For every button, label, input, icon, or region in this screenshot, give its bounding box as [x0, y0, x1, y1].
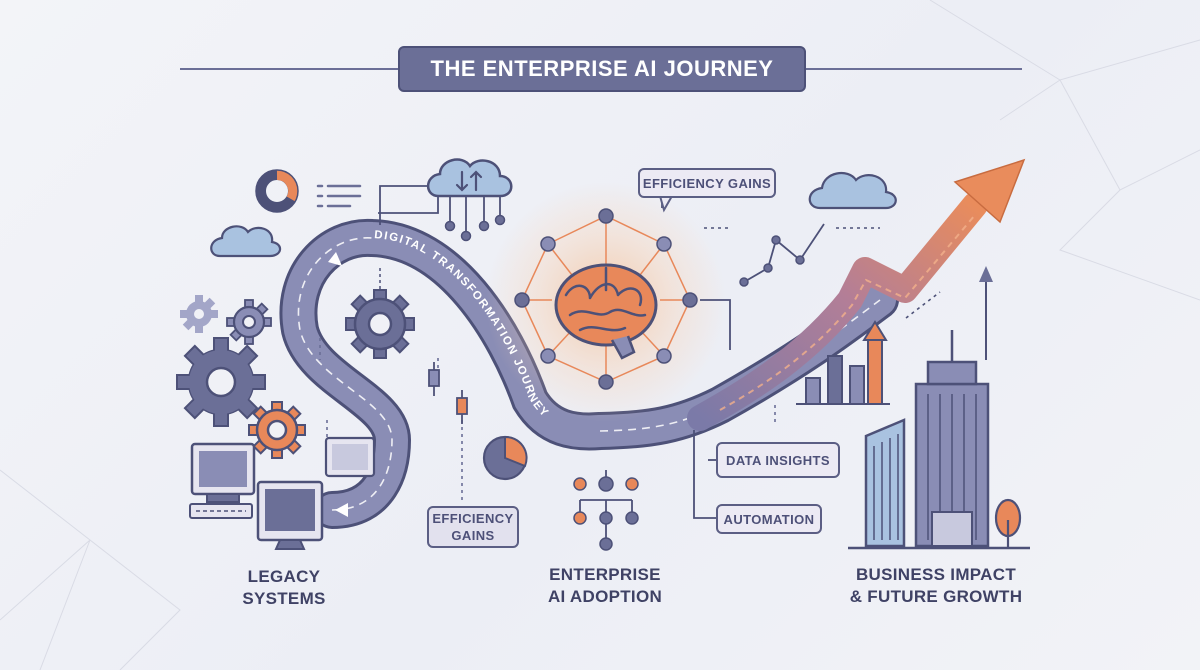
automation-callout: AUTOMATION [716, 504, 822, 534]
ai-brain-network [486, 182, 726, 422]
stage-impact-line1: BUSINESS IMPACT [855, 565, 1017, 584]
gear-icon [345, 268, 415, 359]
legacy-computer-icon [256, 480, 324, 550]
brain-icon [554, 263, 658, 360]
up-arrow-icon [979, 266, 993, 360]
gear-icon [176, 337, 266, 427]
cloud-icon [808, 171, 897, 210]
cloud-icon [210, 225, 282, 258]
stage-legacy-line2: SYSTEMS [242, 589, 326, 608]
monitor-icon [324, 436, 376, 478]
efficiency-gains-line1: EFFICIENCY [432, 511, 514, 526]
stage-legacy-systems: LEGACY SYSTEMS [224, 566, 344, 610]
gear-icon [248, 401, 306, 459]
tree-icon [994, 498, 1022, 548]
callout-tail [659, 195, 673, 213]
stage-ai-adoption: ENTERPRISE AI ADOPTION [520, 564, 690, 608]
candle-icon [428, 362, 468, 424]
efficiency-gains-callout: EFFICIENCY GAINS [638, 168, 776, 198]
cloud-upload-icon [378, 158, 513, 242]
stage-adoption-line2: AI ADOPTION [547, 587, 663, 606]
line-chart-icon [704, 223, 941, 319]
legacy-computer-icon [189, 442, 256, 519]
network-tree-icon [573, 470, 639, 551]
city-buildings-icon [848, 330, 1030, 550]
gear-icon [226, 299, 272, 345]
efficiency-gains-callout-bottom: EFFICIENCY GAINS [427, 506, 519, 548]
page-title: THE ENTERPRISE AI JOURNEY [398, 46, 806, 92]
growth-arrow [687, 158, 1026, 431]
efficiency-gains-line2: GAINS [451, 528, 495, 543]
stage-adoption-line1: ENTERPRISE [549, 565, 661, 584]
stage-impact-line2: & FUTURE GROWTH [849, 587, 1023, 606]
data-insights-callout: DATA INSIGHTS [716, 442, 840, 478]
pie-chart-icon [482, 435, 528, 481]
stage-business-impact: BUSINESS IMPACT & FUTURE GROWTH [826, 564, 1046, 608]
gear-icon [180, 295, 218, 333]
stage-legacy-line1: LEGACY [247, 567, 321, 586]
donut-chart-icon [255, 169, 362, 213]
bar-chart-icon [796, 320, 890, 405]
